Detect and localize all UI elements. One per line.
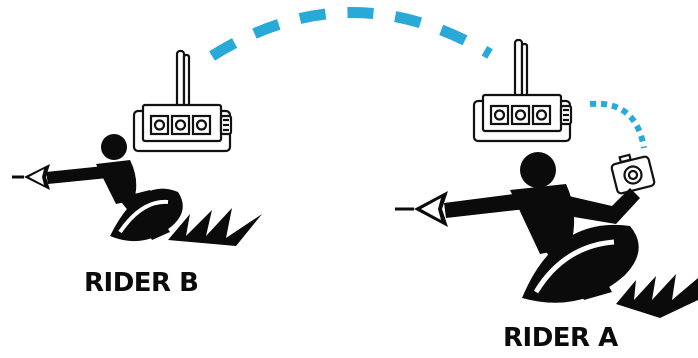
water-spray-icon (168, 208, 262, 246)
rider-a-group (395, 40, 698, 318)
rider-b-group (12, 51, 262, 246)
rope-handle-arrow-icon (24, 164, 50, 190)
intercom-radio-icon (134, 51, 231, 151)
rider-a-label: RIDER A (503, 325, 618, 351)
rider-b-label: RIDER B (84, 270, 198, 296)
action-camera-icon (611, 155, 655, 194)
rope-handle-arrow-icon (414, 191, 448, 227)
camera-link-arc (590, 104, 644, 148)
water-spray-icon (616, 274, 698, 318)
wireless-link-arc (212, 12, 490, 56)
